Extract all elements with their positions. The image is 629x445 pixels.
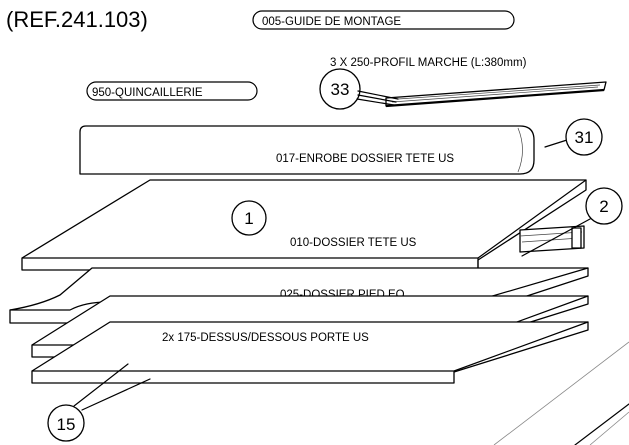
dossier-tete-part: [21, 179, 587, 271]
callout-2-leader: [521, 218, 591, 257]
callout-33-circle: [319, 68, 361, 110]
enrobe-label: 017-ENROBE DOSSIER TETE US: [276, 153, 454, 165]
reference-title: (REF.241.103): [6, 7, 148, 32]
callout-15: 15: [57, 415, 76, 434]
callout-1-circle: [231, 200, 267, 236]
enrobe-dossier-part: [79, 125, 535, 175]
guide-label: 005-GUIDE DE MONTAGE: [262, 16, 401, 28]
callout-31: 31: [575, 128, 594, 147]
porte-dessous-part: [31, 321, 589, 384]
profil-label: 3 X 250-PROFIL MARCHE (L:380mm): [330, 57, 527, 69]
callout-2: 2: [599, 197, 608, 216]
guide-label-tag: [252, 10, 515, 30]
callout-1: 1: [244, 209, 253, 228]
callout-31-leader: [544, 139, 568, 148]
profil-marche-part: [385, 81, 607, 108]
quincaillerie-label: 950-QUINCAILLERIE: [92, 87, 203, 99]
callout-31-circle: [565, 118, 603, 156]
construction-line-2: [589, 411, 629, 445]
callout-33: 33: [331, 80, 350, 99]
dossier-tete-label: 010-DOSSIER TETE US: [290, 237, 417, 249]
callout-15-leaders: [73, 363, 151, 411]
construction-line-3: [574, 403, 629, 445]
dessus-dessous-label: 2x 175-DESSUS/DESSOUS PORTE US: [162, 332, 369, 344]
callout-2-circle: [585, 187, 623, 225]
callout-33-leaders: [356, 90, 399, 106]
construction-line-1: [493, 341, 629, 445]
quincaillerie-label-tag: [86, 81, 258, 101]
callout-15-circle: [47, 404, 85, 442]
